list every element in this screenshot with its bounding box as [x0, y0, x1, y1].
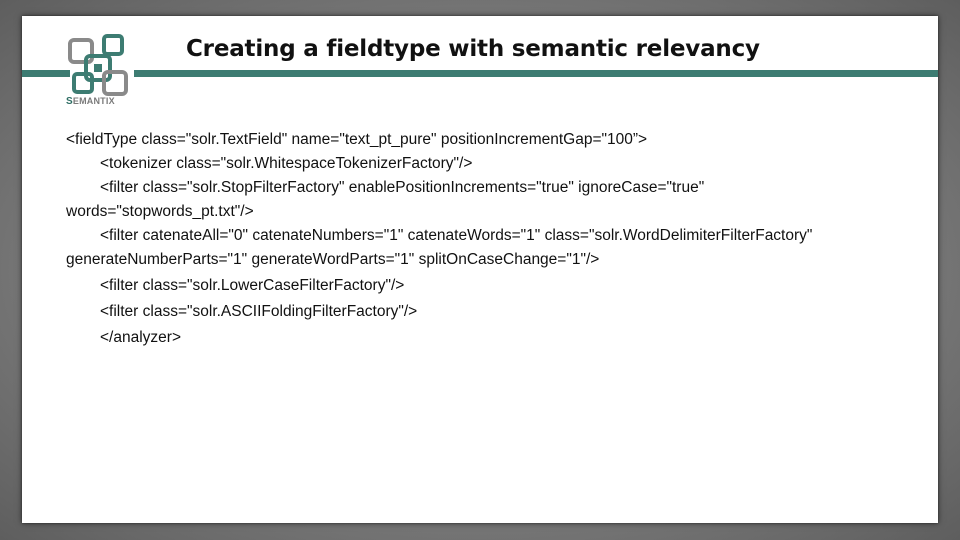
- code-line-fieldtype: <fieldType class="solr.TextField" name="…: [66, 131, 648, 148]
- code-line-stopfilter: <filter class="solr.StopFilterFactory" e…: [66, 179, 705, 220]
- logo-rest: EMANTIX: [72, 96, 115, 106]
- logo-initial: S: [66, 96, 73, 107]
- logo-wordmark: SEMANTIX: [66, 96, 138, 107]
- code-line-asciifolding: <filter class="solr.ASCIIFoldingFilterFa…: [100, 303, 418, 320]
- slide: SEMANTIX Creating a fieldtype with seman…: [22, 16, 938, 523]
- code-line-analyzer-close: </analyzer>: [100, 329, 181, 346]
- code-line-tokenizer: <tokenizer class="solr.WhitespaceTokeniz…: [100, 155, 473, 172]
- slide-title: Creating a fieldtype with semantic relev…: [186, 36, 760, 62]
- title-rule-right: [134, 70, 938, 77]
- code-block: <fieldType class="solr.TextField" name="…: [66, 128, 866, 350]
- title-rule-left: [22, 70, 70, 77]
- code-line-worddelimiter: <filter catenateAll="0" catenateNumbers=…: [66, 227, 813, 268]
- code-line-lowercase: <filter class="solr.LowerCaseFilterFacto…: [100, 277, 405, 294]
- semantix-logo-icon: [68, 34, 128, 96]
